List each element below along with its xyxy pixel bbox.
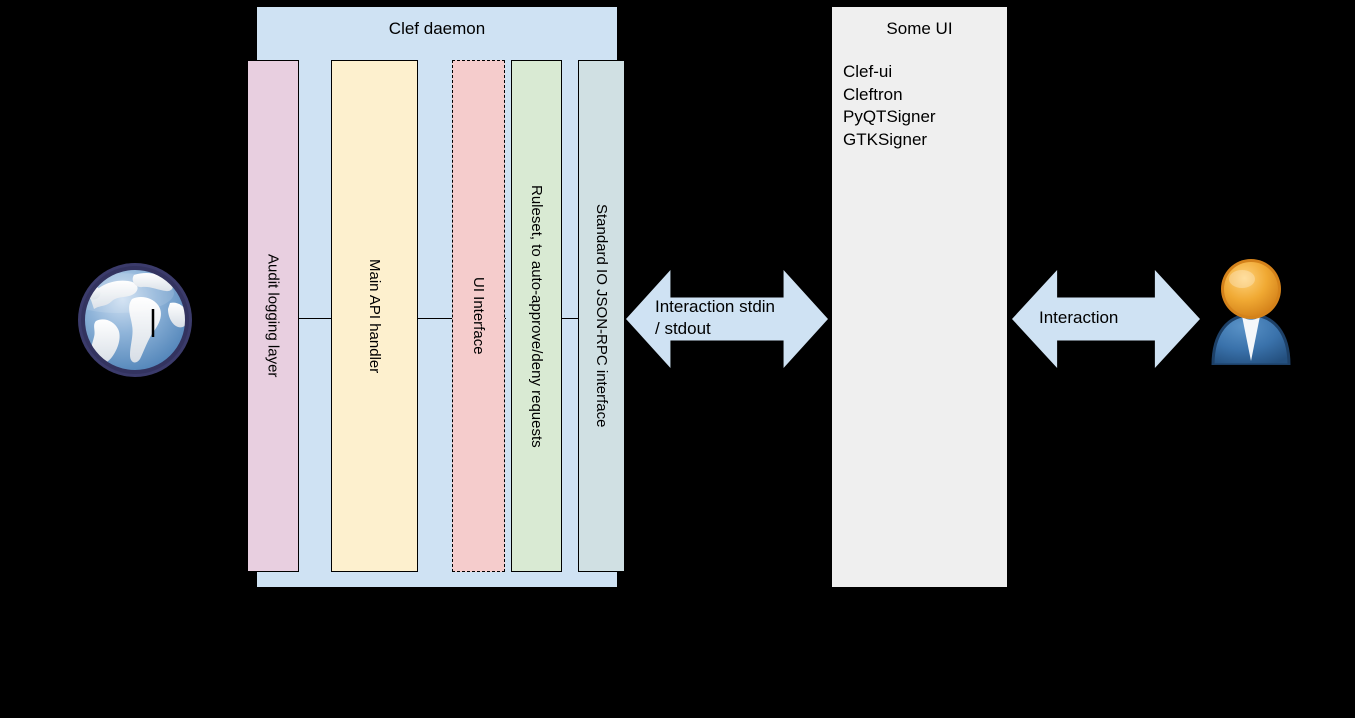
box-ui-interface[interactable]: UI Interface <box>452 60 505 572</box>
connector-line <box>298 318 332 319</box>
list-item: Clef-ui <box>843 62 893 81</box>
stdio-arrow-label: Interaction stdin / stdout <box>655 297 776 338</box>
list-item: PyQTSigner <box>843 107 936 126</box>
box-label: Ruleset, to auto-approve/deny requests <box>528 184 545 448</box>
box-ruleset[interactable]: Ruleset, to auto-approve/deny requests <box>511 60 562 572</box>
box-label: UI Interface <box>470 277 487 355</box>
some-ui-list: Clef-ui Cleftron PyQTSigner GTKSigner <box>843 61 1003 151</box>
clef-daemon-title: Clef daemon <box>388 19 486 38</box>
box-standard-io-jsonrpc[interactable]: Standard IO JSON-RPC interface <box>578 60 625 572</box>
list-item: GTKSigner <box>843 129 928 149</box>
list-item: Cleftron <box>843 84 903 104</box>
box-audit-logging-layer[interactable]: Audit logging layer <box>247 60 299 572</box>
interaction-arrow-label: Interaction <box>1039 308 1119 327</box>
box-label: Standard IO JSON-RPC interface <box>593 204 610 428</box>
box-main-api-handler[interactable]: Main API handler <box>331 60 418 572</box>
box-label: Audit logging layer <box>264 254 282 378</box>
globe-icon <box>74 259 196 381</box>
some-ui-title: Some UI <box>886 19 953 38</box>
some-ui-panel <box>832 7 1007 587</box>
user-icon <box>1204 253 1298 367</box>
clef-daemon-panel <box>257 7 617 587</box>
connector-line <box>562 318 579 319</box>
box-label: Main API handler <box>366 258 383 374</box>
connector-line <box>417 318 453 319</box>
